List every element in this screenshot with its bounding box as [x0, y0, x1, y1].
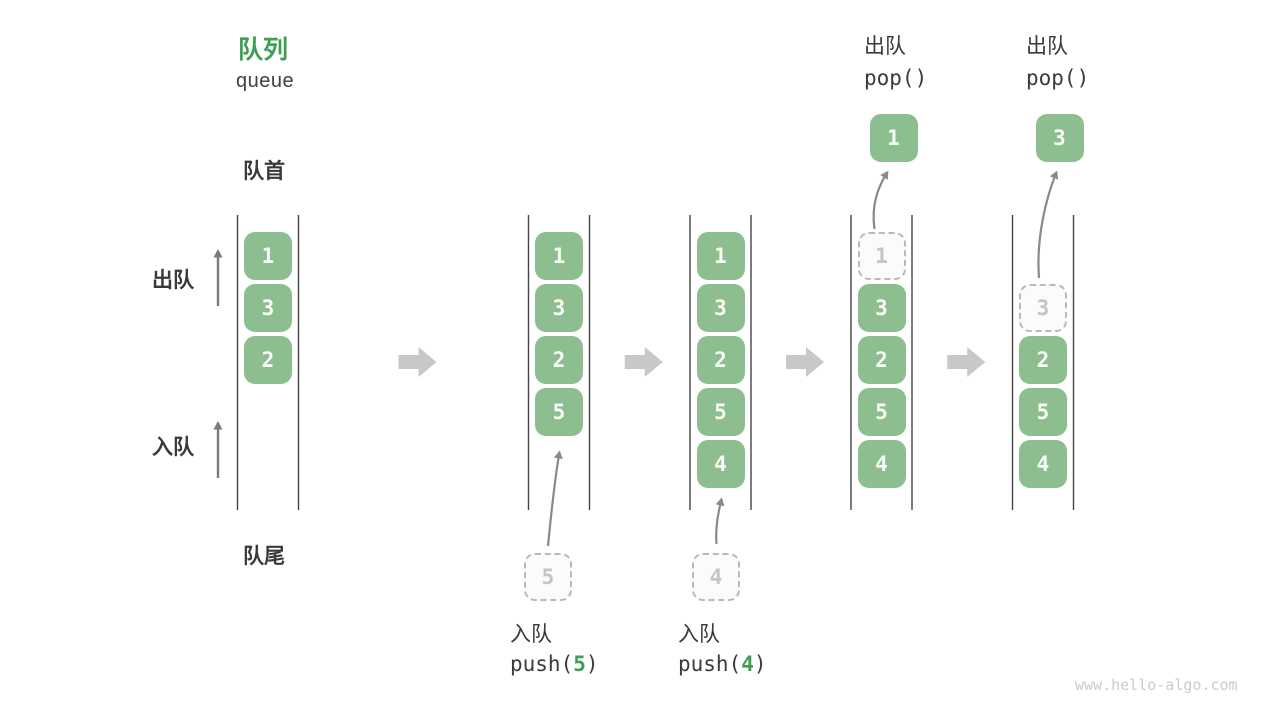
- queue-item: 4: [696, 440, 745, 488]
- enqueue-arrow: [546, 450, 563, 547]
- queue-item: 3: [244, 284, 292, 332]
- queue-item: 2: [244, 336, 292, 384]
- queue-item: 5: [857, 388, 906, 436]
- queue-item: 4: [1019, 440, 1067, 488]
- queue-item: 3: [535, 284, 583, 332]
- enqueue-op-code: push(4): [678, 652, 767, 676]
- dequeued-item: 3: [1035, 114, 1084, 162]
- enqueue-incoming-item: 4: [692, 553, 740, 601]
- dequeue-arrow: [1037, 170, 1059, 279]
- queue-item: 1: [696, 232, 745, 280]
- label-enqueue-side: 入队: [152, 436, 194, 459]
- dequeue-op-label: 出队: [864, 35, 906, 58]
- queue-item: 1: [244, 232, 292, 280]
- queue-item: 2: [535, 336, 583, 384]
- dequeue-arrow: [872, 170, 889, 230]
- dequeue-op-code: pop(): [864, 66, 928, 90]
- queue-item: 2: [857, 336, 906, 384]
- enqueue-op-code: push(5): [510, 652, 599, 676]
- label-dequeue-side: 出队: [152, 269, 194, 292]
- state-transition-arrow: [786, 347, 824, 377]
- dequeue-op-code: pop(): [1026, 66, 1090, 90]
- enqueue-arrow: [715, 497, 725, 545]
- queue-item: 1: [535, 232, 583, 280]
- diagram-title: 队列: [238, 36, 289, 64]
- queue-item: 4: [857, 440, 906, 488]
- queue-item-removed-slot: 3: [1019, 284, 1067, 332]
- queue-item: 3: [857, 284, 906, 332]
- diagram-subtitle: queue: [236, 70, 295, 92]
- queue-item: 5: [696, 388, 745, 436]
- state-transition-arrow: [624, 347, 663, 377]
- label-queue-front: 队首: [243, 160, 285, 183]
- queue-item: 2: [1019, 336, 1067, 384]
- queue-item: 2: [696, 336, 745, 384]
- dequeued-item: 1: [869, 114, 918, 162]
- enqueue-op-label: 入队: [510, 623, 552, 646]
- enqueue-op-label: 入队: [678, 623, 720, 646]
- watermark: www.hello-algo.com: [1075, 676, 1238, 694]
- queue-item: 5: [1019, 388, 1067, 436]
- queue-item: 3: [696, 284, 745, 332]
- state-transition-arrow: [947, 347, 986, 377]
- queue-item: 5: [535, 388, 583, 436]
- state-transition-arrow: [398, 347, 437, 377]
- label-queue-rear: 队尾: [243, 545, 285, 568]
- queue-item-removed-slot: 1: [857, 232, 906, 280]
- dequeue-op-label: 出队: [1026, 35, 1068, 58]
- enqueue-incoming-item: 5: [524, 553, 572, 601]
